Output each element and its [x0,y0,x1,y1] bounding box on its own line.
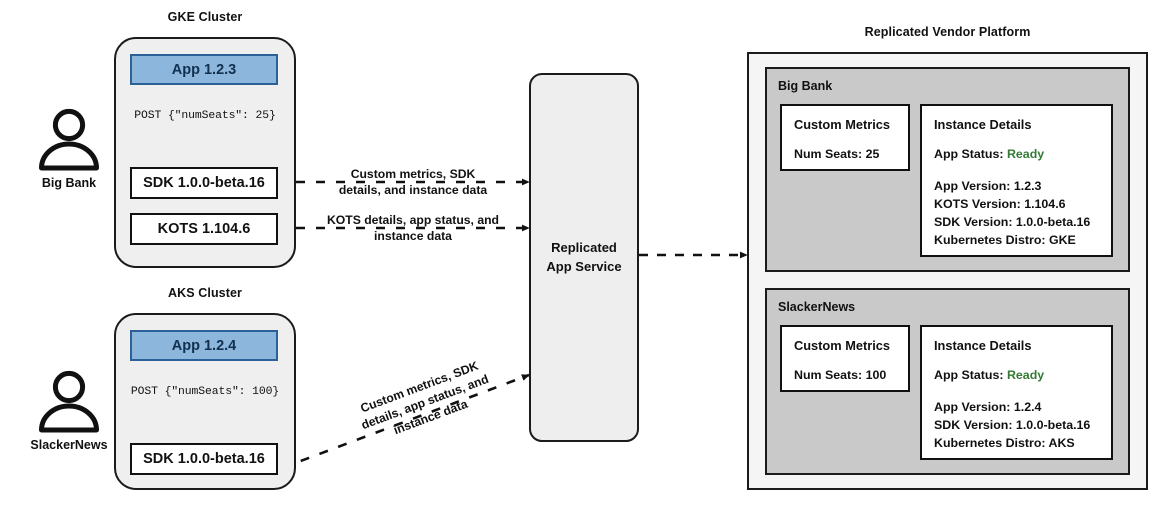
instance-details-panel-slackernews: Instance Details App Status: Ready App V… [920,325,1113,460]
detail-line-app-version: App Version: 1.2.4 [934,400,1042,414]
custom-metrics-title: Custom Metrics [794,338,890,353]
actor-label-big-bank: Big Bank [41,176,97,190]
actor-label-slackernews: SlackerNews [30,438,108,452]
actor-big-bank [32,108,106,172]
custom-metrics-value: Num Seats: 25 [794,147,880,161]
edge-label-aks-to-service: Custom metrics, SDK details, app status,… [323,345,527,460]
detail-line-sdk-version: SDK Version: 1.0.0-beta.16 [934,215,1091,229]
tenant-title-big-bank: Big Bank [778,79,833,93]
sdk-box-aks[interactable]: SDK 1.0.0-beta.16 [130,443,278,475]
post-payload-aks: POST {"numSeats": 100} [130,386,280,398]
custom-metrics-value: Num Seats: 100 [794,368,887,382]
replicated-app-service-box[interactable]: Replicated App Service [529,73,639,442]
edge-label-line-2: instance data [374,228,452,243]
app-status-row: App Status: Ready [934,147,1044,161]
app-status-label: App Status: [934,368,1007,382]
detail-line-kubernetes-distro: Kubernetes Distro: AKS [934,436,1075,450]
edge-label-sdk-to-service: Custom metrics, SDK details, and instanc… [322,167,504,199]
platform-title: Replicated Vendor Platform [864,25,1031,39]
app-status-label: App Status: [934,147,1007,161]
instance-details-title: Instance Details [934,117,1032,132]
detail-line-kubernetes-distro: Kubernetes Distro: GKE [934,233,1076,247]
edge-label-line-1: KOTS details, app status, and [326,213,499,227]
edge-label-line-1: Custom metrics, SDK [350,167,476,181]
person-icon [39,370,99,433]
app-status-row: App Status: Ready [934,368,1044,382]
edge-label-aks-to-service-wrap: Custom metrics, SDK details, app status,… [325,359,525,448]
kots-box-gke[interactable]: KOTS 1.104.6 [130,213,278,245]
app-box-gke[interactable]: App 1.2.3 [130,54,278,85]
edge-label-line-2: details, and instance data [338,182,488,197]
detail-line-app-version: App Version: 1.2.3 [934,179,1042,193]
detail-line-kots-version: KOTS Version: 1.104.6 [934,197,1066,211]
app-box-aks[interactable]: App 1.2.4 [130,330,278,361]
actor-slackernews [32,370,106,434]
tenant-title-slackernews: SlackerNews [778,300,856,314]
post-payload-gke: POST {"numSeats": 25} [134,110,276,122]
custom-metrics-panel-slackernews: Custom Metrics Num Seats: 100 [780,325,910,392]
sdk-box-gke[interactable]: SDK 1.0.0-beta.16 [130,167,278,199]
service-label-line-2: App Service [546,258,622,274]
instance-details-panel-big-bank: Instance Details App Status: Ready App V… [920,104,1113,257]
status-badge: Ready [1006,147,1045,161]
custom-metrics-title: Custom Metrics [794,117,890,132]
cluster-title-aks: AKS Cluster [167,286,243,300]
service-label: Replicated App Service [546,239,621,277]
detail-line-sdk-version: SDK Version: 1.0.0-beta.16 [934,418,1091,432]
cluster-title-gke: GKE Cluster [167,10,243,24]
status-badge: Ready [1006,368,1045,382]
edge-label-kots-to-service: KOTS details, app status, and instance d… [310,213,516,245]
person-icon [39,108,99,171]
instance-details-title: Instance Details [934,338,1032,353]
custom-metrics-panel-big-bank: Custom Metrics Num Seats: 25 [780,104,910,171]
service-label-line-1: Replicated [551,239,617,255]
